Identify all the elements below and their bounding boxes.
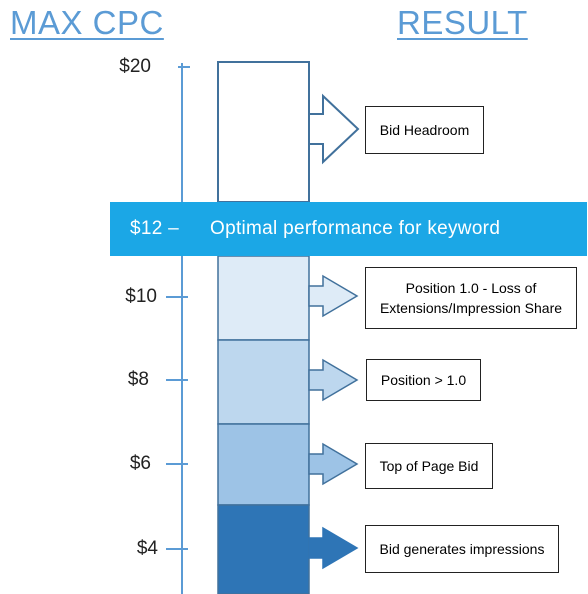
axis-label-8: $8 <box>127 369 149 390</box>
arrow-position-gt-1 <box>308 358 359 402</box>
bar-segment-headroom <box>217 61 310 203</box>
result-box-impressions: Bid generates impressions <box>365 525 559 573</box>
arrow-top-of-page <box>308 442 359 486</box>
max-cpc-header: MAX CPC <box>10 4 164 41</box>
bar-segment-position-1 <box>217 255 310 341</box>
bar-segment-top-of-page <box>217 423 310 506</box>
arrow-position-1 <box>308 274 359 318</box>
result-box-position-gt-1: Position > 1.0 <box>366 359 481 401</box>
axis-label-6: $6 <box>129 453 151 474</box>
banner-text: Optimal performance for keyword <box>210 218 501 239</box>
axis-label-20: $20 <box>119 56 151 77</box>
arrow-impressions <box>308 526 359 570</box>
arrow-headroom <box>308 93 360 165</box>
result-box-top-of-page: Top of Page Bid <box>365 443 493 489</box>
axis-label-4: $4 <box>136 538 158 559</box>
banner-value: $12 – <box>130 218 180 239</box>
optimal-banner: $12 – Optimal performance for keyword <box>110 202 587 256</box>
result-header: RESULT <box>397 4 528 41</box>
bar-segment-impressions <box>217 504 310 594</box>
axis-label-10: $10 <box>125 286 157 307</box>
result-box-bid-headroom: Bid Headroom <box>365 106 484 154</box>
bar-segment-position-gt-1 <box>217 339 310 425</box>
result-box-position-1: Position 1.0 - Loss of Extensions/Impres… <box>365 267 577 329</box>
